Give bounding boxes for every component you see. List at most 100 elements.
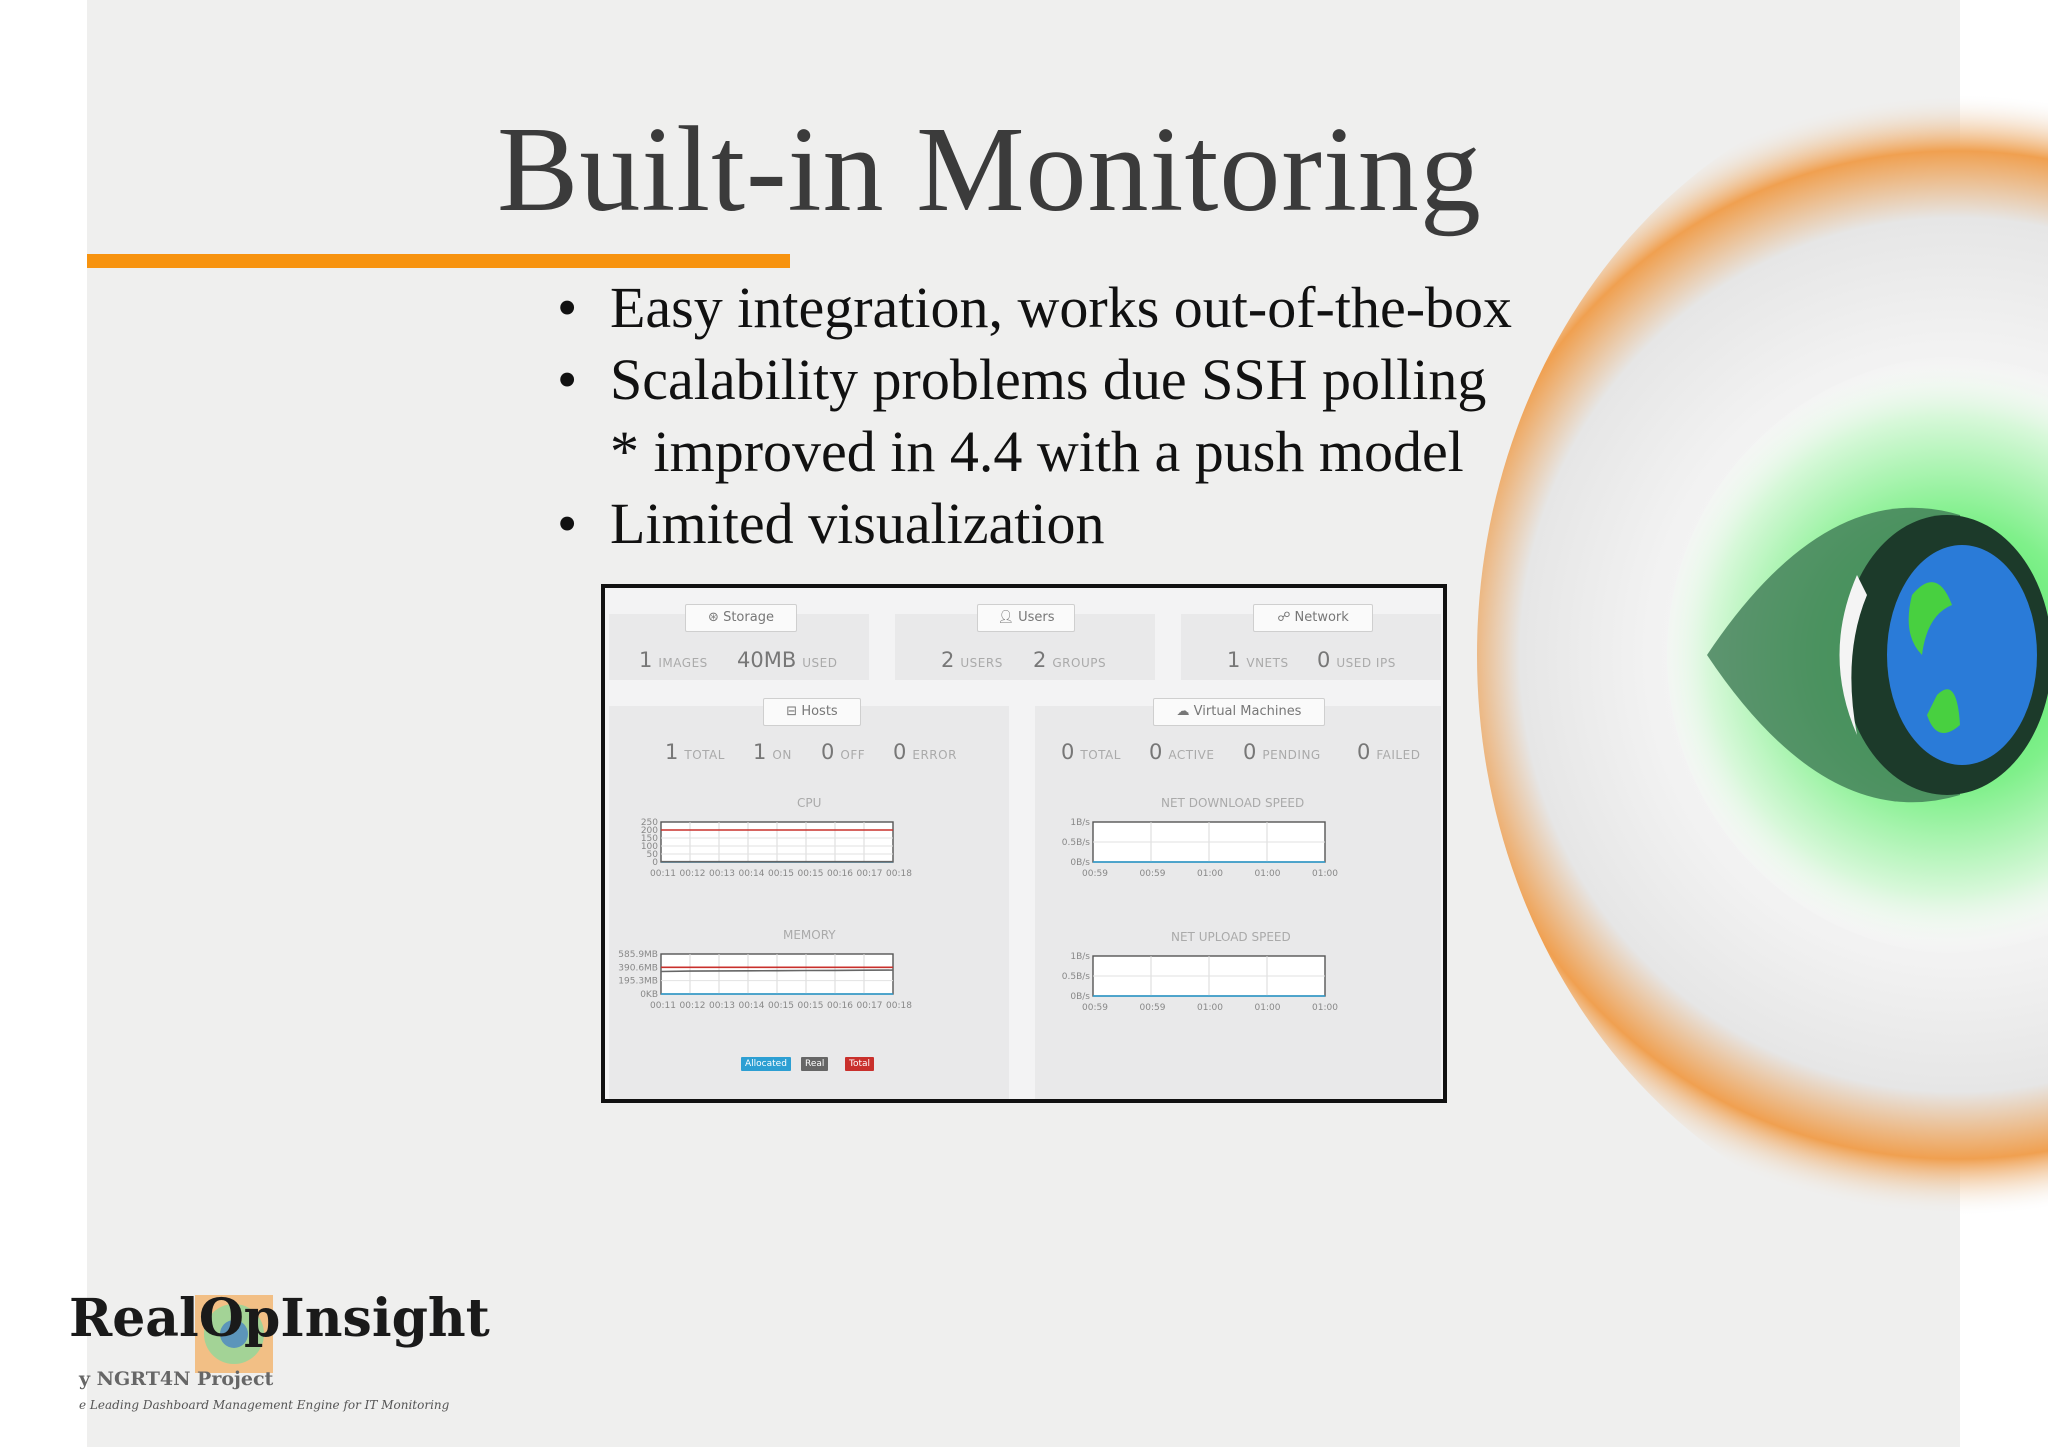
vms-tab-label: Virtual Machines bbox=[1193, 704, 1302, 719]
logo-wordmark: RealOpInsight bbox=[69, 1288, 490, 1349]
users-tab[interactable]: 👤︎ Users bbox=[977, 604, 1075, 632]
x-tick-label: 01:00 bbox=[1197, 1003, 1223, 1013]
x-tick-label: 00:15 bbox=[798, 869, 824, 879]
bullet-text: Easy integration, works out-of-the-box bbox=[610, 275, 1513, 340]
upload-chart-title: NET UPLOAD SPEED bbox=[1171, 930, 1291, 944]
bullet-item: • Easy integration, works out-of-the-box bbox=[557, 272, 1512, 344]
hosts-tab-label: Hosts bbox=[801, 704, 838, 719]
cpu-chart-title: CPU bbox=[797, 796, 822, 810]
x-tick-label: 00:12 bbox=[680, 869, 706, 879]
x-tick-label: 00:16 bbox=[827, 1001, 853, 1011]
vms-panel bbox=[1035, 706, 1441, 1099]
bullet-marker: • bbox=[557, 347, 578, 412]
download-chart-title: NET DOWNLOAD SPEED bbox=[1161, 796, 1305, 810]
bullet-text: * improved in 4.4 with a push model bbox=[610, 419, 1464, 484]
y-tick-label: 100 bbox=[641, 842, 658, 852]
slide-title: Built-in Monitoring bbox=[497, 102, 1482, 237]
database-icon: ⊛ bbox=[708, 610, 719, 625]
x-tick-label: 01:00 bbox=[1197, 869, 1223, 879]
bullet-item: •Limited visualization bbox=[557, 488, 1512, 560]
legend-real: Real bbox=[801, 1057, 829, 1071]
x-tick-label: 00:13 bbox=[709, 869, 735, 879]
y-tick-label: 0.5B/s bbox=[1062, 972, 1091, 982]
logo-tagline: e Leading Dashboard Management Engine fo… bbox=[79, 1398, 450, 1412]
y-tick-label: 0 bbox=[652, 858, 658, 868]
bullet-list: •Easy integration, works out-of-the-box … bbox=[557, 272, 1512, 560]
series-line bbox=[660, 969, 894, 973]
x-tick-label: 00:59 bbox=[1140, 1003, 1166, 1013]
network-tab[interactable]: ☍ Network bbox=[1253, 604, 1373, 632]
title-underline bbox=[87, 254, 790, 268]
bullet-marker: • bbox=[557, 491, 578, 556]
y-tick-label: 0B/s bbox=[1070, 992, 1090, 1002]
bullet-marker: • bbox=[557, 275, 578, 340]
x-tick-label: 00:18 bbox=[886, 1001, 912, 1011]
x-tick-label: 01:00 bbox=[1255, 869, 1281, 879]
storage-tab[interactable]: ⊛ Storage bbox=[685, 604, 797, 632]
bullet-text: Scalability problems due SSH polling bbox=[610, 347, 1487, 412]
x-tick-label: 00:13 bbox=[709, 1001, 735, 1011]
x-tick-label: 00:14 bbox=[739, 869, 765, 879]
x-tick-label: 00:15 bbox=[768, 869, 794, 879]
legend-total: Total bbox=[845, 1057, 875, 1071]
cloud-icon: ☁ bbox=[1176, 704, 1190, 719]
y-tick-label: 50 bbox=[647, 850, 659, 860]
y-tick-label: 390.6MB bbox=[618, 963, 658, 973]
user-icon: 👤︎ bbox=[997, 610, 1014, 625]
server-icon: ⊟ bbox=[786, 704, 798, 719]
network-tab-label: Network bbox=[1294, 610, 1349, 625]
x-tick-label: 00:15 bbox=[768, 1001, 794, 1011]
x-tick-label: 00:11 bbox=[650, 869, 676, 879]
realopinsight-logo: RealOpInsight y NGRT4N Project e Leading… bbox=[69, 1288, 490, 1418]
x-tick-label: 00:14 bbox=[739, 1001, 765, 1011]
x-tick-label: 01:00 bbox=[1312, 1003, 1338, 1013]
network-icon: ☍ bbox=[1277, 610, 1291, 625]
vms-tab[interactable]: ☁ Virtual Machines bbox=[1153, 698, 1325, 726]
storage-tab-label: Storage bbox=[723, 610, 774, 625]
y-tick-label: 195.3MB bbox=[618, 977, 658, 987]
x-tick-label: 00:12 bbox=[680, 1001, 706, 1011]
x-tick-label: 00:11 bbox=[650, 1001, 676, 1011]
slide: Built-in Monitoring • Easy integration, w… bbox=[69, 0, 2048, 1447]
x-tick-label: 00:15 bbox=[798, 1001, 824, 1011]
bullet-item: • Scalability problems due SSH polling bbox=[557, 344, 1512, 416]
y-tick-label: 585.9MB bbox=[618, 950, 658, 960]
bullet-subitem: * improved in 4.4 with a push model bbox=[557, 416, 1512, 488]
hosts-tab[interactable]: ⊟ Hosts bbox=[763, 698, 861, 726]
hosts-panel bbox=[609, 706, 1009, 1099]
y-tick-label: 250 bbox=[641, 818, 658, 828]
x-tick-label: 01:00 bbox=[1312, 869, 1338, 879]
eye-graphic bbox=[1477, 65, 2048, 1245]
x-tick-label: 00:59 bbox=[1140, 869, 1166, 879]
y-tick-label: 200 bbox=[641, 826, 658, 836]
y-tick-label: 1B/s bbox=[1070, 952, 1090, 962]
eye-illustration bbox=[1477, 65, 2048, 1245]
logo-mark-icon bbox=[195, 1295, 273, 1373]
y-tick-label: 1B/s bbox=[1070, 818, 1090, 828]
x-tick-label: 00:59 bbox=[1082, 869, 1108, 879]
y-tick-label: 0KB bbox=[640, 990, 658, 1000]
x-tick-label: 00:16 bbox=[827, 869, 853, 879]
x-tick-label: 00:17 bbox=[857, 869, 883, 879]
x-tick-label: 00:18 bbox=[886, 869, 912, 879]
x-tick-label: 01:00 bbox=[1255, 1003, 1281, 1013]
memory-chart-title: MEMORY bbox=[783, 928, 836, 942]
y-tick-label: 150 bbox=[641, 834, 658, 844]
